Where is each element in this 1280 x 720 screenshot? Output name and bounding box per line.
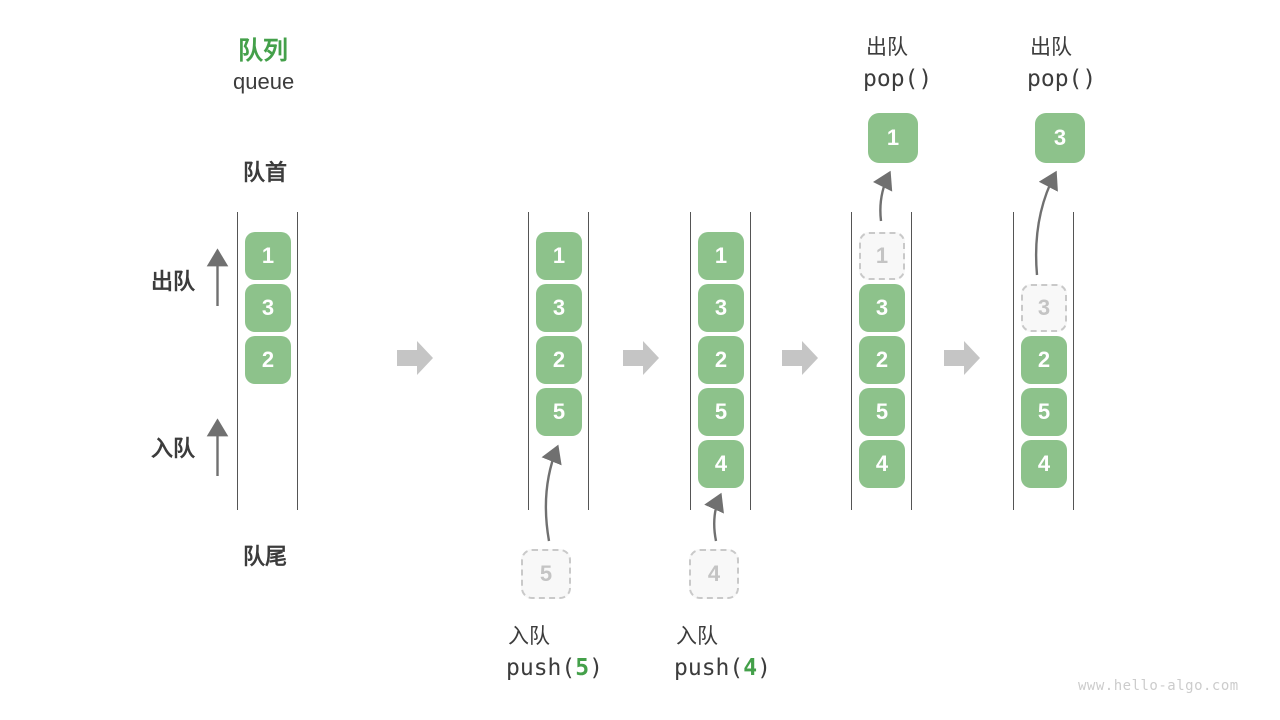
state-transition-arrow-icon xyxy=(623,341,659,375)
queue-element: 2 xyxy=(698,336,744,384)
code-arg: 4 xyxy=(743,655,758,681)
enqueue-op-label: 入队 xyxy=(508,625,550,648)
queue-element: 2 xyxy=(245,336,291,384)
push-code-label: push(4) xyxy=(674,655,771,681)
pending-element: 4 xyxy=(689,549,739,599)
queue-front-label: 队首 xyxy=(243,160,288,185)
queue-rear-label: 队尾 xyxy=(243,544,288,569)
enqueue-side-label: 入队 xyxy=(151,436,196,461)
queue-element: 2 xyxy=(1021,336,1067,384)
queue-column-pop-1: 1 3 2 5 4 xyxy=(851,212,912,510)
site-watermark: www.hello-algo.com xyxy=(1078,678,1239,694)
state-transition-arrow-icon xyxy=(782,341,818,375)
enqueue-op-label: 入队 xyxy=(676,625,718,648)
queue-element: 2 xyxy=(859,336,905,384)
queue-element: 2 xyxy=(536,336,582,384)
removed-element-ghost: 3 xyxy=(1021,284,1067,332)
queue-element: 5 xyxy=(1021,388,1067,436)
queue-element: 5 xyxy=(536,388,582,436)
code-text: ) xyxy=(757,655,771,681)
queue-element: 3 xyxy=(245,284,291,332)
queue-element: 5 xyxy=(698,388,744,436)
code-text: push( xyxy=(506,655,576,681)
diagram-title-en: queue xyxy=(233,69,295,94)
queue-element: 3 xyxy=(698,284,744,332)
pop-code-label: pop() xyxy=(863,66,933,92)
queue-element: 4 xyxy=(698,440,744,488)
pending-element: 5 xyxy=(521,549,571,599)
dequeue-side-label: 出队 xyxy=(151,269,196,294)
state-transition-arrow-icon xyxy=(944,341,980,375)
state-transition-arrow-icon xyxy=(397,341,433,375)
queue-element: 4 xyxy=(1021,440,1067,488)
code-text: push( xyxy=(674,655,744,681)
removed-element-ghost: 1 xyxy=(859,232,905,280)
diagram-title-zh: 队列 xyxy=(238,37,289,65)
push-code-label: push(5) xyxy=(506,655,603,681)
queue-element: 3 xyxy=(859,284,905,332)
popped-element: 1 xyxy=(868,113,918,163)
queue-column-initial: 1 3 2 xyxy=(237,212,298,510)
code-text: ) xyxy=(589,655,603,681)
queue-column-push-4: 1 3 2 5 4 xyxy=(690,212,751,510)
queue-element: 3 xyxy=(536,284,582,332)
queue-element: 1 xyxy=(536,232,582,280)
dequeue-op-label: 出队 xyxy=(866,36,908,59)
popped-element: 3 xyxy=(1035,113,1085,163)
queue-element: 4 xyxy=(859,440,905,488)
pop-code-label: pop() xyxy=(1027,66,1097,92)
code-arg: 5 xyxy=(575,655,590,681)
queue-column-push-5: 1 3 2 5 xyxy=(528,212,589,510)
queue-column-pop-3: 3 2 5 4 xyxy=(1013,212,1074,510)
queue-element: 1 xyxy=(245,232,291,280)
queue-element: 1 xyxy=(698,232,744,280)
dequeue-op-label: 出队 xyxy=(1030,36,1072,59)
queue-element: 5 xyxy=(859,388,905,436)
